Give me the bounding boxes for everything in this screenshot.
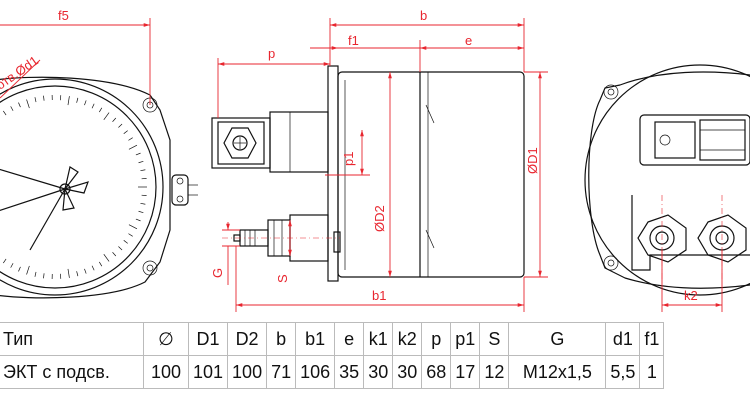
dim-s: S bbox=[275, 274, 290, 283]
dim-b: b bbox=[420, 8, 427, 23]
scale-tick bbox=[18, 102, 21, 108]
scale-tick bbox=[2, 258, 7, 264]
spec-table: Тип ∅ D1 D2 b b1 e k1 k2 p p1 S G d1 f1 … bbox=[0, 322, 665, 389]
dim-f5: f5 bbox=[58, 8, 69, 23]
scale-tick bbox=[135, 218, 141, 222]
technical-drawing: f5 отв.Ød1 bbox=[0, 8, 750, 312]
scale-tick bbox=[26, 265, 30, 275]
side-view: b f1 e p p1 ØD2 ØD1 G S bbox=[210, 8, 548, 312]
front-view: f5 отв.Ød1 bbox=[0, 8, 198, 299]
table-cell: 30 bbox=[363, 355, 394, 389]
table-cell: 17 bbox=[450, 355, 481, 389]
scale-tick bbox=[128, 144, 138, 150]
scale-tick bbox=[34, 271, 37, 277]
dim-otv-d1: отв.Ød1 bbox=[0, 53, 41, 93]
scale-tick bbox=[123, 240, 128, 244]
header-cell: D1 bbox=[187, 322, 229, 356]
scale-tick bbox=[18, 266, 21, 272]
scale-tick bbox=[10, 263, 14, 268]
scale-tick bbox=[34, 97, 37, 103]
scale-tick bbox=[140, 169, 146, 172]
scale-tick bbox=[98, 107, 103, 113]
scale-tick bbox=[138, 160, 144, 164]
table-cell: 1 bbox=[639, 355, 665, 389]
table-cell: 12 bbox=[479, 355, 510, 389]
table-cell: 71 bbox=[266, 355, 297, 389]
back-view: k2 bbox=[584, 64, 750, 312]
table-row: ЭКТ с подсв. 100 101 100 71 106 35 30 30… bbox=[0, 355, 665, 389]
header-cell: p bbox=[421, 322, 452, 356]
scale-tick bbox=[138, 210, 144, 214]
scale-tick bbox=[76, 97, 79, 103]
header-cell: f1 bbox=[639, 322, 665, 356]
scale-tick bbox=[84, 268, 87, 274]
scale-tick bbox=[135, 152, 141, 156]
scale-tick bbox=[140, 202, 146, 205]
header-cell: d1 bbox=[605, 322, 641, 356]
table-cell: 101 bbox=[187, 355, 229, 389]
header-cell: Тип bbox=[0, 322, 144, 356]
scale-tick bbox=[123, 130, 128, 134]
scale-tick bbox=[10, 106, 14, 111]
table-header-row: Тип ∅ D1 D2 b b1 e k1 k2 p p1 S G d1 f1 bbox=[0, 322, 665, 356]
scale-tick bbox=[43, 95, 45, 101]
table-cell: 30 bbox=[392, 355, 423, 389]
header-cell: S bbox=[479, 322, 510, 356]
scale-tick bbox=[128, 137, 133, 141]
scale-tick bbox=[118, 123, 123, 128]
scale-tick bbox=[43, 273, 45, 279]
table-cell: 35 bbox=[334, 355, 365, 389]
scale-tick bbox=[128, 233, 133, 237]
header-cell: D2 bbox=[227, 322, 268, 356]
scale-tick bbox=[112, 117, 117, 122]
dim-k2: k2 bbox=[684, 288, 698, 303]
scale-tick bbox=[112, 252, 117, 257]
scale-tick bbox=[91, 103, 95, 109]
table-cell: 5,5 bbox=[605, 355, 641, 389]
scale-tick bbox=[98, 261, 103, 267]
dim-d1: ØD1 bbox=[525, 147, 540, 174]
scale-tick bbox=[26, 99, 30, 109]
dim-f1: f1 bbox=[348, 33, 359, 48]
scale-tick bbox=[118, 246, 123, 251]
table-cell: 106 bbox=[295, 355, 336, 389]
scale-tick bbox=[67, 268, 70, 278]
header-cell: k2 bbox=[392, 322, 423, 356]
dim-p: p bbox=[268, 46, 275, 61]
scale-tick bbox=[76, 271, 79, 277]
scale-tick bbox=[84, 100, 87, 106]
scale-tick bbox=[103, 253, 110, 262]
dim-d2: ØD2 bbox=[372, 205, 387, 232]
table-cell: 68 bbox=[421, 355, 452, 389]
header-cell: e bbox=[334, 322, 365, 356]
scale-tick bbox=[2, 110, 7, 116]
scale-tick bbox=[128, 224, 138, 230]
dim-b1: b1 bbox=[372, 288, 386, 303]
table-cell: 100 bbox=[143, 355, 189, 389]
scale-tick bbox=[103, 112, 110, 121]
header-cell: b1 bbox=[295, 322, 336, 356]
scale-tick bbox=[67, 96, 70, 106]
header-cell: ∅ bbox=[143, 322, 189, 356]
dim-p1: p1 bbox=[341, 152, 356, 166]
header-cell: G bbox=[508, 322, 607, 356]
header-cell: p1 bbox=[450, 322, 481, 356]
header-cell: k1 bbox=[363, 322, 394, 356]
scale-tick bbox=[91, 265, 95, 271]
dim-e: e bbox=[465, 33, 472, 48]
header-cell: b bbox=[266, 322, 297, 356]
dim-g: G bbox=[210, 268, 225, 278]
table-cell: 100 bbox=[227, 355, 268, 389]
table-cell: M12x1,5 bbox=[508, 355, 607, 389]
table-cell: ЭКТ с подсв. bbox=[0, 355, 144, 389]
